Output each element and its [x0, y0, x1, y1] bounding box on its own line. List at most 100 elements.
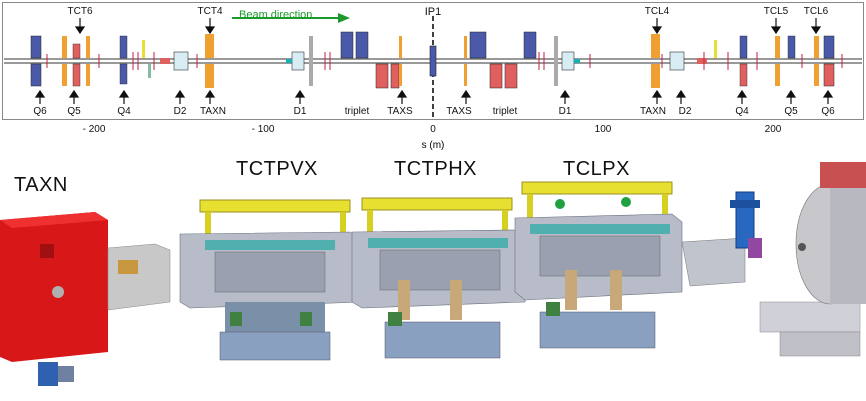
purple-flange	[748, 238, 762, 258]
axis-tick-label: - 100	[251, 124, 275, 135]
label-q6-right: Q6	[821, 106, 835, 117]
axis-tick-label: 0	[430, 124, 436, 135]
d2-right-dipole	[669, 51, 685, 71]
frame-leg	[662, 194, 668, 220]
motor	[388, 312, 402, 326]
label-q4-right: Q4	[735, 106, 749, 117]
label-taxn-render: TAXN	[14, 174, 68, 196]
label-q6-left: Q6	[33, 106, 47, 117]
tcl6-collimator	[814, 36, 819, 58]
tct4-collimator	[205, 34, 214, 58]
triplet-left-q	[375, 63, 389, 89]
frame-leg	[502, 210, 508, 236]
ip1-label: IP1	[424, 6, 442, 18]
tcl5-collimator	[775, 36, 780, 58]
bottom-device	[38, 362, 58, 386]
label-q4-left: Q4	[117, 106, 131, 117]
beam-direction-label: Beam direction	[239, 9, 313, 21]
taxn-block	[0, 212, 108, 362]
taxs-left	[399, 36, 402, 58]
tcl4-collimator	[651, 34, 660, 58]
layout-schematic: Beam direction IP1 TCT6 TCT4 TCL4 TCL5 T…	[2, 2, 864, 120]
bottom-device	[58, 366, 74, 382]
collimator	[814, 64, 819, 86]
tclpx-assembly	[514, 181, 683, 349]
label-tcl4: TCL4	[644, 6, 670, 17]
q5-right-magnet	[787, 35, 796, 59]
taxn-bolt	[52, 286, 64, 298]
taxn-port	[40, 244, 54, 258]
axis-title: s (m)	[421, 140, 445, 151]
tank-window	[214, 251, 326, 293]
jaw-support	[398, 280, 410, 320]
taxs-left-b	[399, 64, 402, 86]
yellow-lifting-frame	[361, 197, 513, 211]
label-tctphx: TCTPHX	[394, 158, 477, 180]
beam-arrow-head	[338, 13, 350, 23]
label-tctpvx: TCTPVX	[236, 158, 318, 180]
label-tct4: TCT4	[197, 6, 223, 17]
d1-left-dipole	[291, 51, 305, 71]
blue-valve-flange	[730, 200, 760, 208]
magnet-cryostat	[830, 184, 866, 304]
small-element	[574, 59, 580, 63]
rendering-svg	[0, 162, 866, 386]
bottom-arrows	[34, 89, 834, 104]
right-base-lower	[779, 331, 861, 357]
red-cap	[820, 162, 866, 188]
transition-detail	[118, 260, 138, 274]
small-element	[554, 36, 558, 86]
taxs-right-b	[464, 64, 467, 86]
taxn-top	[0, 212, 108, 228]
collimator	[86, 36, 90, 58]
label-d2-right: D2	[678, 106, 692, 117]
q4-left-magnet-b	[119, 63, 128, 85]
collimator	[62, 64, 67, 86]
q6-left-magnet-b	[30, 63, 42, 87]
small-element	[148, 64, 151, 78]
small-element	[160, 58, 170, 64]
tctphx-assembly	[351, 197, 526, 359]
triplet-right-q	[489, 63, 503, 89]
triplet-left-q	[340, 31, 354, 59]
axis-tick-label: 200	[764, 124, 782, 135]
label-q5-right: Q5	[784, 106, 798, 117]
motor	[300, 312, 312, 326]
label-triplet-left: triplet	[344, 106, 370, 117]
tank-window	[539, 235, 661, 277]
jaw-support	[450, 280, 462, 320]
tank-stand	[219, 331, 331, 361]
collimator	[775, 64, 780, 86]
yellow-lifting-frame	[199, 199, 351, 213]
q6-left-magnet	[30, 35, 42, 59]
label-triplet-right: triplet	[492, 106, 518, 117]
tctpvx-assembly	[179, 199, 363, 361]
top-arrows	[74, 18, 822, 35]
q5-left-magnet	[72, 43, 81, 59]
ip-element	[429, 45, 437, 77]
triplet-left-q	[390, 63, 400, 89]
collimator-rendering: TAXN TCTPVX TCTPHX TCLPX	[0, 152, 866, 396]
tank-rail	[530, 224, 670, 234]
green-knob	[555, 199, 565, 209]
d2-left-dipole	[173, 51, 189, 71]
transition-pipe	[107, 243, 171, 311]
taxn-left-absorber	[205, 64, 214, 88]
right-base	[759, 301, 861, 333]
q6-right-magnet	[823, 63, 835, 87]
small-element	[309, 36, 313, 86]
triplet-right-q	[504, 63, 518, 89]
collimator	[62, 36, 67, 58]
d1-right-dipole	[561, 51, 575, 71]
axis-tick-label: - 200	[82, 124, 106, 135]
jaw-support	[610, 270, 622, 310]
tank-stand	[384, 321, 501, 359]
label-taxs-left: TAXS	[387, 106, 413, 117]
tank-stand	[539, 311, 656, 349]
collimator	[86, 64, 90, 86]
frame-leg	[527, 194, 533, 220]
small-element	[286, 59, 292, 63]
taxs-right	[464, 36, 467, 58]
small-element	[714, 40, 717, 58]
flange-bolt	[798, 243, 806, 251]
